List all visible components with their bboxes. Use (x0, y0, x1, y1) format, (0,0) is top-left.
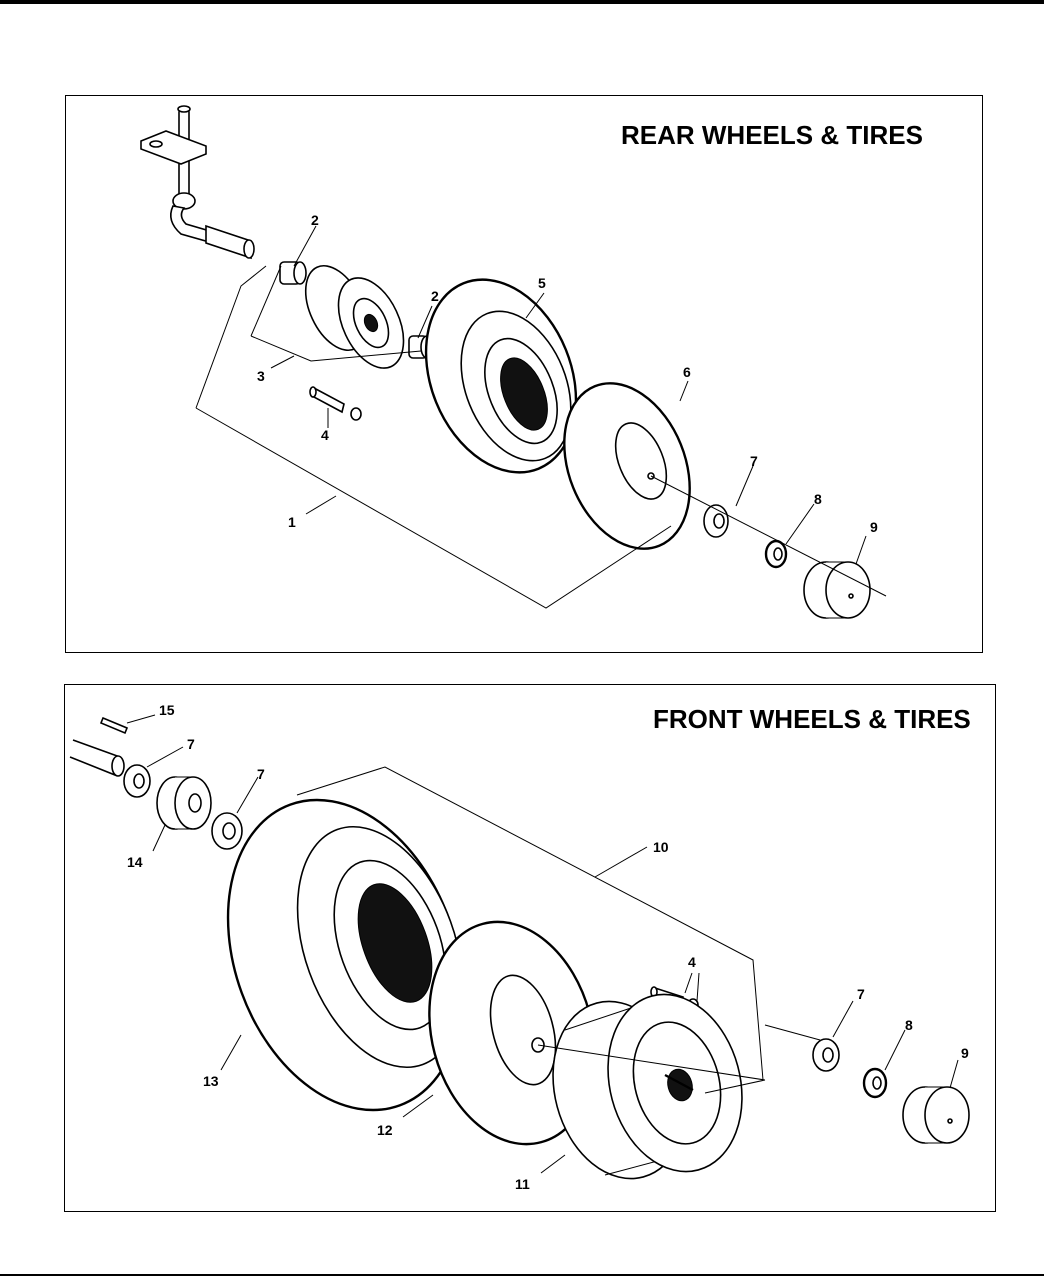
rear-rim-part (304, 264, 405, 369)
rear-hub-cap-part (803, 561, 871, 619)
callout-label: 9 (870, 519, 878, 535)
front-exploded-diagram: 15 7 7 14 10 4 7 8 9 13 12 11 (69, 702, 970, 1192)
callout-label: 7 (257, 766, 265, 782)
callout-label: 15 (159, 702, 175, 718)
front-hub-cap-part (902, 1086, 970, 1144)
callout-label: 4 (688, 954, 696, 970)
callout-label: 12 (377, 1122, 393, 1138)
bottom-rule (0, 1274, 1044, 1276)
callout-label: 9 (961, 1045, 969, 1061)
callout-label: 8 (905, 1017, 913, 1033)
callout-label: 4 (321, 427, 329, 443)
front-retaining-clip-part (862, 1067, 888, 1099)
callout-label: 11 (515, 1176, 530, 1192)
front-washer-part (211, 812, 243, 850)
rear-retaining-clip-part (764, 539, 788, 569)
rear-wheels-panel: REAR WHEELS & TIRES (65, 95, 983, 653)
top-rule (0, 0, 1044, 4)
callout-label: 8 (814, 491, 822, 507)
front-washer-part (123, 764, 151, 798)
front-washer-part (812, 1038, 840, 1072)
callout-label: 13 (203, 1073, 219, 1089)
callout-label: 7 (750, 453, 758, 469)
callout-label: 10 (653, 839, 669, 855)
callout-label: 7 (857, 986, 865, 1002)
rear-inner-tube-part (563, 382, 691, 550)
front-spacer-part (156, 776, 212, 830)
rear-axle-pivot-part (140, 105, 255, 260)
rear-washer-part (703, 504, 729, 538)
rear-valve-stem-part (309, 386, 362, 421)
rear-tire-part (424, 278, 578, 474)
front-panel-title: FRONT WHEELS & TIRES (653, 704, 971, 734)
rear-bushing-part (279, 261, 307, 285)
callout-label: 5 (538, 275, 546, 291)
front-axle-shaft-part (69, 739, 125, 777)
rear-panel-title: REAR WHEELS & TIRES (621, 120, 923, 150)
callout-label: 6 (683, 364, 691, 380)
rear-exploded-diagram: 2 2 3 4 5 6 7 8 9 1 (140, 105, 887, 619)
callout-label: 2 (311, 212, 319, 228)
callout-label: 2 (431, 288, 439, 304)
front-tire-part (226, 798, 464, 1112)
callout-label: 7 (187, 736, 195, 752)
callout-label: 1 (288, 514, 296, 530)
callout-label: 14 (127, 854, 143, 870)
front-rim-part (552, 993, 743, 1180)
front-pin-part (99, 716, 129, 735)
callout-label: 3 (257, 368, 265, 384)
front-wheels-panel: FRONT WHEELS & TIRES (64, 684, 996, 1212)
